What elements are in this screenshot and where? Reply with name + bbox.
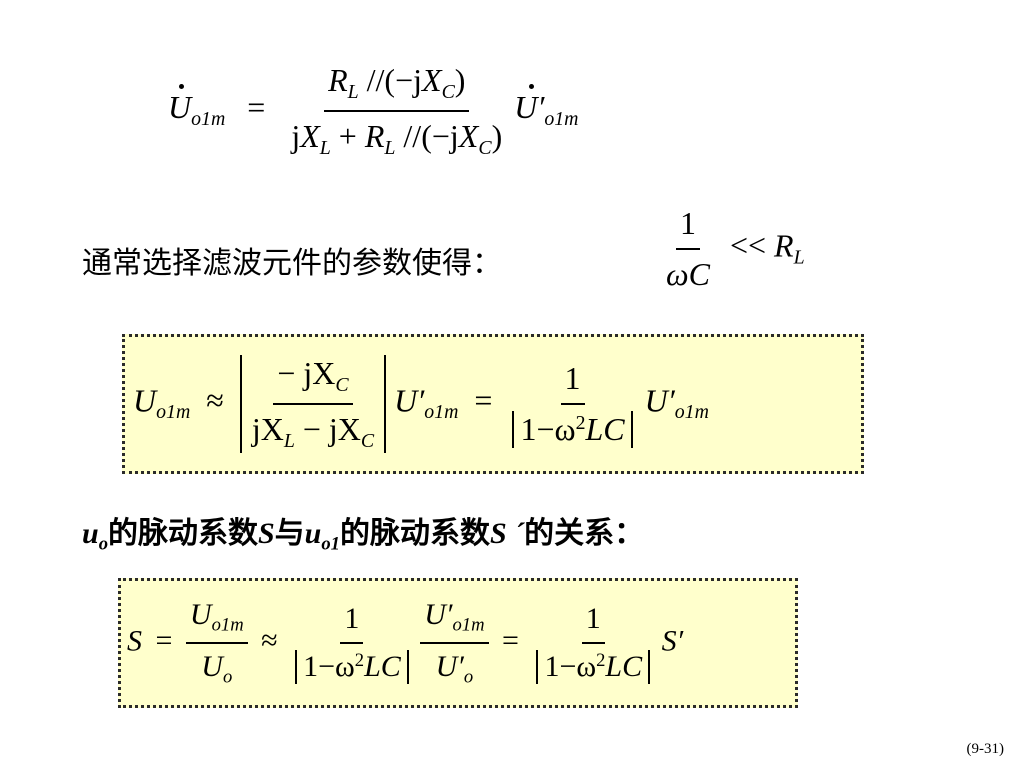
condition-relation: << bbox=[729, 227, 767, 264]
eq1-denominator: jXL + RL //(−jXC) bbox=[291, 117, 503, 159]
eq1-rhs-symbol: U′ bbox=[514, 84, 545, 126]
equation-1: Uo1m = RL //(−jXC) jXL + RL //(−jXC) U′o… bbox=[168, 62, 578, 160]
eq3-fraction-1: Uo1m Uo bbox=[185, 598, 248, 689]
relation-text: uo的脉动系数S与uo1的脉动系数S ´的关系： bbox=[82, 516, 645, 555]
page-number: (9-31) bbox=[966, 741, 1005, 757]
eq3-fraction-4: 1 1−ω2LC bbox=[532, 602, 654, 685]
eq3-fraction-3: U′o1m U′o bbox=[420, 598, 489, 689]
eq1-rhs-subscript: o1m bbox=[544, 108, 579, 131]
eq1-numerator: RL //(−jXC) bbox=[324, 62, 470, 112]
equation-3: S = Uo1m Uo ≈ 1 1−ω2LC U′o1m U′o = 1 1−ω… bbox=[127, 597, 684, 689]
eq2-fraction: 1 1−ω2LC bbox=[508, 360, 636, 448]
eq1-fraction: RL //(−jXC) jXL + RL //(−jXC) bbox=[287, 62, 506, 160]
eq1-lhs-subscript: o1m bbox=[191, 108, 226, 131]
equation-3-box: S = Uo1m Uo ≈ 1 1−ω2LC U′o1m U′o = 1 1−ω… bbox=[118, 578, 798, 708]
condition-fraction: 1 ωC bbox=[666, 205, 710, 292]
condition-formula: 1 ωC << RL bbox=[662, 205, 805, 293]
eq1-equals: = bbox=[247, 89, 266, 126]
eq3-fraction-2: 1 1−ω2LC bbox=[291, 602, 413, 685]
eq1-lhs-symbol: U bbox=[168, 84, 192, 126]
eq2-absolute-value: − jXC jXL − jXC bbox=[239, 355, 387, 453]
condition-text: 通常选择滤波元件的参数使得： bbox=[82, 246, 502, 281]
equation-2-box: Uo1m ≈ − jXC jXL − jXC U′o1m = 1 1−ω2LC … bbox=[122, 334, 864, 474]
equation-2: Uo1m ≈ − jXC jXL − jXC U′o1m = 1 1−ω2LC … bbox=[133, 355, 709, 453]
